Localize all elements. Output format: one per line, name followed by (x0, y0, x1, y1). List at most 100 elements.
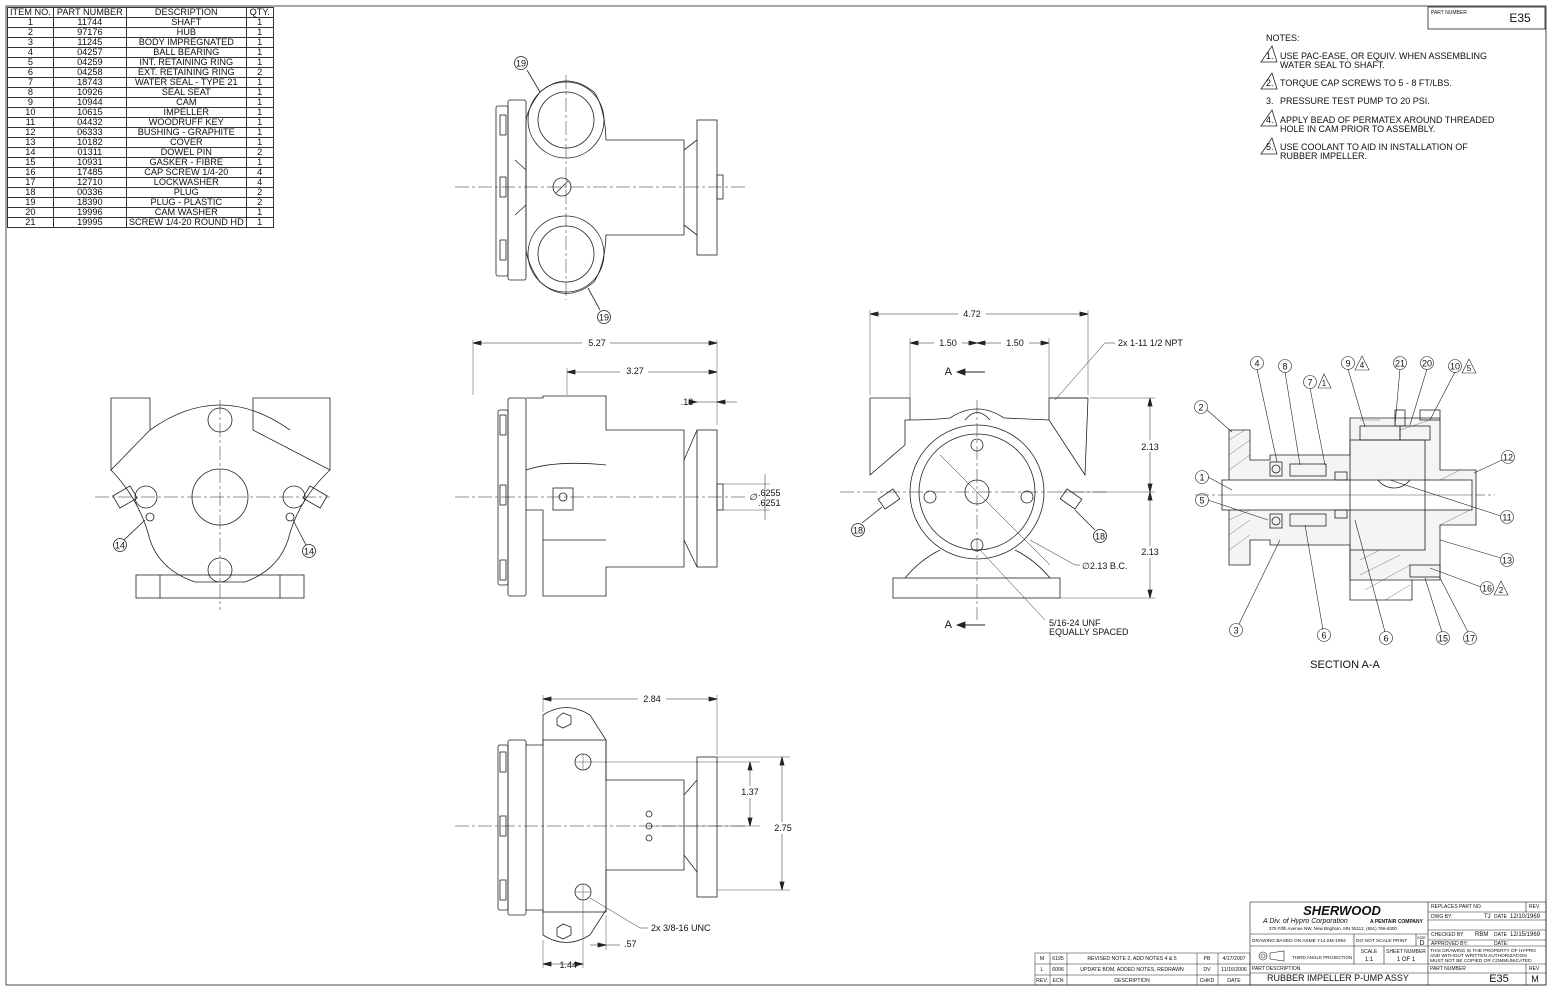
bom-qty: 2 (245, 67, 274, 78)
bom-part-number: 97176 (52, 27, 127, 38)
rev-checked: PB (1204, 956, 1211, 962)
bom-part-number: 18743 (52, 77, 127, 88)
note-text: WATER SEAL TO SHAFT. (1280, 60, 1385, 70)
balloon-10: 10 (1450, 362, 1460, 372)
rev-letter: M (1040, 956, 1044, 962)
balloon-6: 6 (1383, 634, 1388, 644)
balloon-14: 14 (115, 541, 125, 551)
projection-label: THIRD ANGLE PROJECTION (1292, 955, 1352, 960)
note-flag: 4 (1360, 361, 1365, 370)
rev-label-top: REV (1529, 904, 1540, 910)
bom-part-number: 11245 (52, 37, 127, 48)
bom-qty: 4 (245, 167, 274, 178)
drawn-by: TJ (1484, 914, 1491, 920)
dim-2-75: 2.75 (774, 823, 792, 833)
bom-item-no: 11 (7, 117, 54, 128)
bom-description: INT. RETAINING RING (125, 57, 247, 68)
balloon-15: 15 (1438, 634, 1448, 644)
balloon-11: 11 (1502, 513, 1511, 523)
bom-description: LOCKWASHER (125, 177, 247, 188)
balloon-4: 4 (1254, 359, 1259, 369)
bom-part-number: 11744 (52, 17, 127, 28)
bom-part-number: 10931 (52, 157, 127, 168)
dim-0-6251: .6251 (758, 498, 781, 508)
bom-description: BODY IMPREGNATED (125, 37, 247, 48)
revision-block: M 6195 REVISED NOTE 2, ADD NOTES 4 & 5 P… (1034, 952, 1251, 986)
bom-qty: 1 (245, 47, 274, 58)
part-number-label: PART NUMBER (1430, 966, 1466, 972)
bom-qty: 2 (245, 147, 274, 158)
balloon-3: 3 (1233, 626, 1238, 636)
balloon-9: 9 (1345, 359, 1350, 369)
bom-item-no: 10 (7, 107, 54, 118)
top-view (455, 75, 745, 300)
sheet-border (5, 5, 1547, 986)
balloon-2: 2 (1198, 403, 1203, 413)
notes-block: NOTES: 1. USE PAC-EASE, OR EQUIV. WHEN A… (1260, 33, 1495, 161)
bom-part-number: 10182 (52, 137, 127, 148)
balloon-14: 14 (304, 547, 314, 557)
bom-header-part-number: PART NUMBER (52, 7, 127, 18)
bom-part-number: 12710 (52, 177, 127, 188)
bom-part-number: 04257 (52, 47, 127, 58)
sheet-label: SHEET NUMBER (1386, 949, 1426, 955)
note-1: 1. USE PAC-EASE, OR EQUIV. WHEN ASSEMBLI… (1260, 45, 1487, 70)
balloon-1: 1 (1199, 473, 1204, 483)
scale-label: SCALE (1361, 949, 1378, 955)
bom-qty: 1 (245, 217, 274, 228)
balloon-6: 6 (1321, 631, 1326, 641)
bom-qty: 1 (245, 117, 274, 128)
date-label: DATE (1494, 914, 1508, 920)
bom-description: SCREW 1/4-20 ROUND HD (125, 217, 247, 228)
bom-qty: 1 (245, 157, 274, 168)
bom-part-number: 04432 (52, 117, 127, 128)
property-notice: THIS DRAWING IS THE PROPERTY OF HYPRO (1430, 948, 1536, 954)
note-text: USE COOLANT TO AID IN INSTALLATION OF (1280, 142, 1468, 152)
dim-2-13: 2.13 (1141, 442, 1159, 452)
bom-item-no: 5 (7, 57, 54, 68)
note-number: 4. (1266, 115, 1274, 125)
bom-header-item-no: ITEM NO. (7, 7, 54, 18)
bom-part-number: 10615 (52, 107, 127, 118)
bom-description: IMPELLER (125, 107, 247, 118)
rev-header: CHKD (1200, 978, 1215, 984)
bom-item-no: 6 (7, 67, 54, 78)
bom-qty: 1 (245, 127, 274, 138)
bom-part-number: 18390 (52, 197, 127, 208)
note-number: 5. (1266, 142, 1274, 152)
note-number: 1. (1266, 51, 1274, 61)
approved-date-label: DATE: (1494, 941, 1508, 947)
balloon-12: 12 (1503, 453, 1513, 463)
bom-item-no: 2 (7, 27, 54, 38)
balloon-19: 19 (599, 313, 609, 323)
sheet-value: 1 OF 1 (1397, 957, 1416, 963)
top-view-balloons: 19 19 (514, 56, 611, 324)
part-number: E35 (1489, 973, 1509, 985)
bom-item-no: 21 (7, 217, 54, 228)
size-label: SIZE (1417, 935, 1426, 940)
dim-2-13: 2.13 (1141, 547, 1159, 557)
balloon-16: 16 (1482, 584, 1492, 594)
bom-qty: 1 (245, 37, 274, 48)
property-notice: AND WITHOUT WRITTEN AUTHORIZATION (1430, 953, 1527, 959)
dim-0-57: .57 (624, 939, 637, 949)
note-5: 5. USE COOLANT TO AID IN INSTALLATION OF… (1260, 137, 1468, 161)
dim-npt-thread: 2x 1-11 1/2 NPT (1118, 338, 1183, 348)
company-name: SHERWOOD (1303, 903, 1381, 918)
bom-qty: 1 (245, 97, 274, 108)
note-number: 3. (1266, 96, 1274, 106)
dim-0-6255: .6255 (758, 488, 781, 498)
bom-qty: 1 (245, 207, 274, 218)
section-view (1195, 409, 1495, 601)
dim-unc-thread: 2x 3/8-16 UNC (651, 923, 711, 933)
bom-item-no: 3 (7, 37, 54, 48)
bom-part-number: 04258 (52, 67, 127, 78)
